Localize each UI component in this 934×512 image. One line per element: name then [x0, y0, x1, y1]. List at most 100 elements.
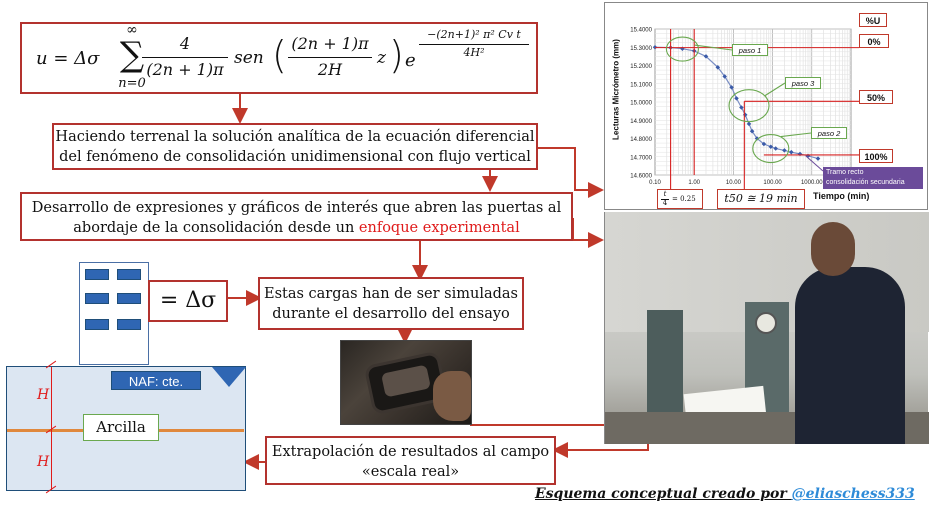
- chart-axes: 15.4000 15.3000 15.2000 15.1000 15.0000 14.90…: [630, 28, 823, 187]
- chart-overlays: [655, 29, 859, 189]
- loads-line-1: Estas cargas han de ser simuladas: [263, 286, 518, 302]
- paso-1-circle: [665, 36, 699, 62]
- consolidation-chart: 15.4000 15.3000 15.2000 15.1000 15.0000 14.90…: [604, 2, 928, 210]
- fraction-1-denominator: (2n + 1)π: [146, 60, 224, 79]
- y-tick-label: 15.4000: [630, 28, 652, 34]
- naf-label: NAF: cte.: [111, 371, 201, 390]
- loads-line-2: durante el desarrollo del ensayo: [272, 306, 510, 322]
- x-tick-label: 10.00: [726, 180, 742, 186]
- soil-profile: NAF: cte. Arcilla H H: [6, 360, 246, 494]
- building: [79, 262, 149, 365]
- building-window: [85, 319, 109, 330]
- u-0-label: 0%: [859, 34, 889, 48]
- credit-line: Esquema conceptual creado por @eliasches…: [535, 486, 915, 502]
- formula-lhs: u = Δσ: [36, 48, 100, 69]
- exponent-numerator: −(2n+1)² π² Cv t: [427, 28, 521, 41]
- y-tick-label: 15.3000: [630, 46, 652, 52]
- t-over-4-value: = 0.25: [672, 195, 696, 203]
- analytical-solution-line-2: del fenómeno de consolidación unidimensi…: [59, 149, 531, 165]
- y-tick-label: 14.7000: [630, 155, 652, 161]
- paso-3-circle: [728, 89, 770, 123]
- secondary-consolidation-pointer: [805, 155, 824, 172]
- water-table-triangle: [212, 367, 246, 387]
- y-tick-label: 15.1000: [630, 82, 652, 88]
- t50-box: t50 ≅ 19 min: [717, 189, 805, 209]
- y-tick-label: 14.8000: [630, 137, 652, 143]
- pct-u-header: %U: [859, 13, 887, 27]
- fraction-2-numerator: (2n + 1)π: [291, 34, 369, 53]
- clay-label: Arcilla: [83, 414, 159, 441]
- analytical-solution-box: Haciendo terrenal la solución analítica …: [52, 123, 538, 170]
- y-tick-label: 14.6000: [630, 174, 652, 180]
- paso-3-callout: paso 3: [785, 77, 821, 89]
- y-tick-label: 15.0000: [630, 101, 652, 107]
- x-tick-label: 0.10: [649, 180, 661, 186]
- paso-2-circle: [752, 133, 790, 164]
- analytical-solution-line-1: Haciendo terrenal la solución analítica …: [55, 129, 535, 145]
- person-head: [811, 222, 855, 276]
- paso-2-pointer: [780, 132, 812, 138]
- formula-e: e: [405, 50, 416, 71]
- lab-apparatus-photo: [604, 212, 929, 444]
- person-torso: [795, 267, 905, 444]
- fraction-2-denominator: 2H: [317, 60, 343, 79]
- secondary-consolidation-label: Tramo recto consolidación secundaria: [823, 167, 923, 189]
- expressions-line-2: abordaje de la consolidación desde un en…: [22, 218, 571, 238]
- t-over-4-denominator: 4: [662, 199, 668, 207]
- t-over-4-box: t 4 = 0.25: [657, 189, 703, 209]
- sum-lower-limit: n=0: [118, 76, 146, 91]
- formula-z: z: [377, 48, 386, 68]
- extrapolation-line-2: «escala real»: [361, 464, 460, 480]
- data-point: [734, 96, 739, 101]
- paren-right: ): [389, 33, 404, 77]
- sample-photo: [340, 340, 472, 425]
- credit-handle-link[interactable]: @eliaschess333: [791, 486, 915, 502]
- sum-symbol: ∑: [119, 35, 145, 75]
- load-delta-sigma-label: = Δσ: [159, 288, 217, 313]
- t-over-4-numerator: t: [663, 190, 667, 198]
- paren-left: (: [272, 33, 287, 77]
- hand: [433, 371, 471, 421]
- arrow-expressions-to-photo: [572, 218, 604, 248]
- secondary-consolidation-line-1: Tramo recto: [826, 169, 864, 176]
- building-window: [117, 319, 141, 330]
- data-point: [773, 146, 778, 151]
- consolidation-curve-line: [654, 46, 819, 160]
- credit-text: Esquema conceptual creado por: [535, 486, 792, 502]
- paso-3-pointer: [764, 82, 786, 97]
- loads-simulation-box: Estas cargas han de ser simuladas durant…: [258, 277, 524, 330]
- fraction-1-numerator: 4: [179, 34, 191, 53]
- chart-x-axis-label: Tiempo (min): [813, 191, 870, 201]
- fraction-1-bar: [142, 57, 228, 58]
- x-tick-label: 1.00: [688, 180, 700, 186]
- building-window: [85, 293, 109, 304]
- y-tick-label: 15.2000: [630, 64, 652, 70]
- load-delta-sigma-box: = Δσ: [148, 280, 228, 322]
- building-window: [117, 269, 141, 280]
- data-point: [749, 128, 755, 134]
- building-window: [85, 269, 109, 280]
- building-window: [117, 293, 141, 304]
- experimental-approach-highlight: enfoque experimental: [358, 220, 520, 236]
- paso-1-pointer: [694, 44, 733, 51]
- data-point: [789, 149, 794, 155]
- height-label-bottom: H: [37, 454, 50, 470]
- paso-2-callout: paso 2: [811, 127, 847, 139]
- arrow-solution-to-chart: [538, 147, 604, 198]
- extrapolation-box: Extrapolación de resultados al campo «es…: [265, 436, 556, 485]
- sen-function: sen: [234, 48, 264, 68]
- sum-upper-limit: ∞: [126, 22, 138, 38]
- apparatus-frame-left: [647, 310, 683, 430]
- y-tick-label: 14.9000: [630, 119, 652, 125]
- t-over-4-bar: [661, 199, 669, 200]
- paso-1-callout: paso 1: [732, 44, 768, 56]
- secondary-consolidation-line-2: consolidación secundaria: [826, 179, 905, 186]
- x-tick-label: 1000.00: [801, 180, 823, 186]
- x-tick-label: 100.00: [763, 180, 782, 186]
- expressions-line-1: Desarrollo de expresiones y gráficos de …: [31, 200, 562, 216]
- u-100-label: 100%: [859, 149, 893, 163]
- height-label-top: H: [37, 387, 50, 403]
- dial-gauge: [755, 312, 777, 334]
- u-50-label: 50%: [859, 90, 893, 104]
- expressions-box: Desarrollo de expresiones y gráficos de …: [20, 192, 573, 241]
